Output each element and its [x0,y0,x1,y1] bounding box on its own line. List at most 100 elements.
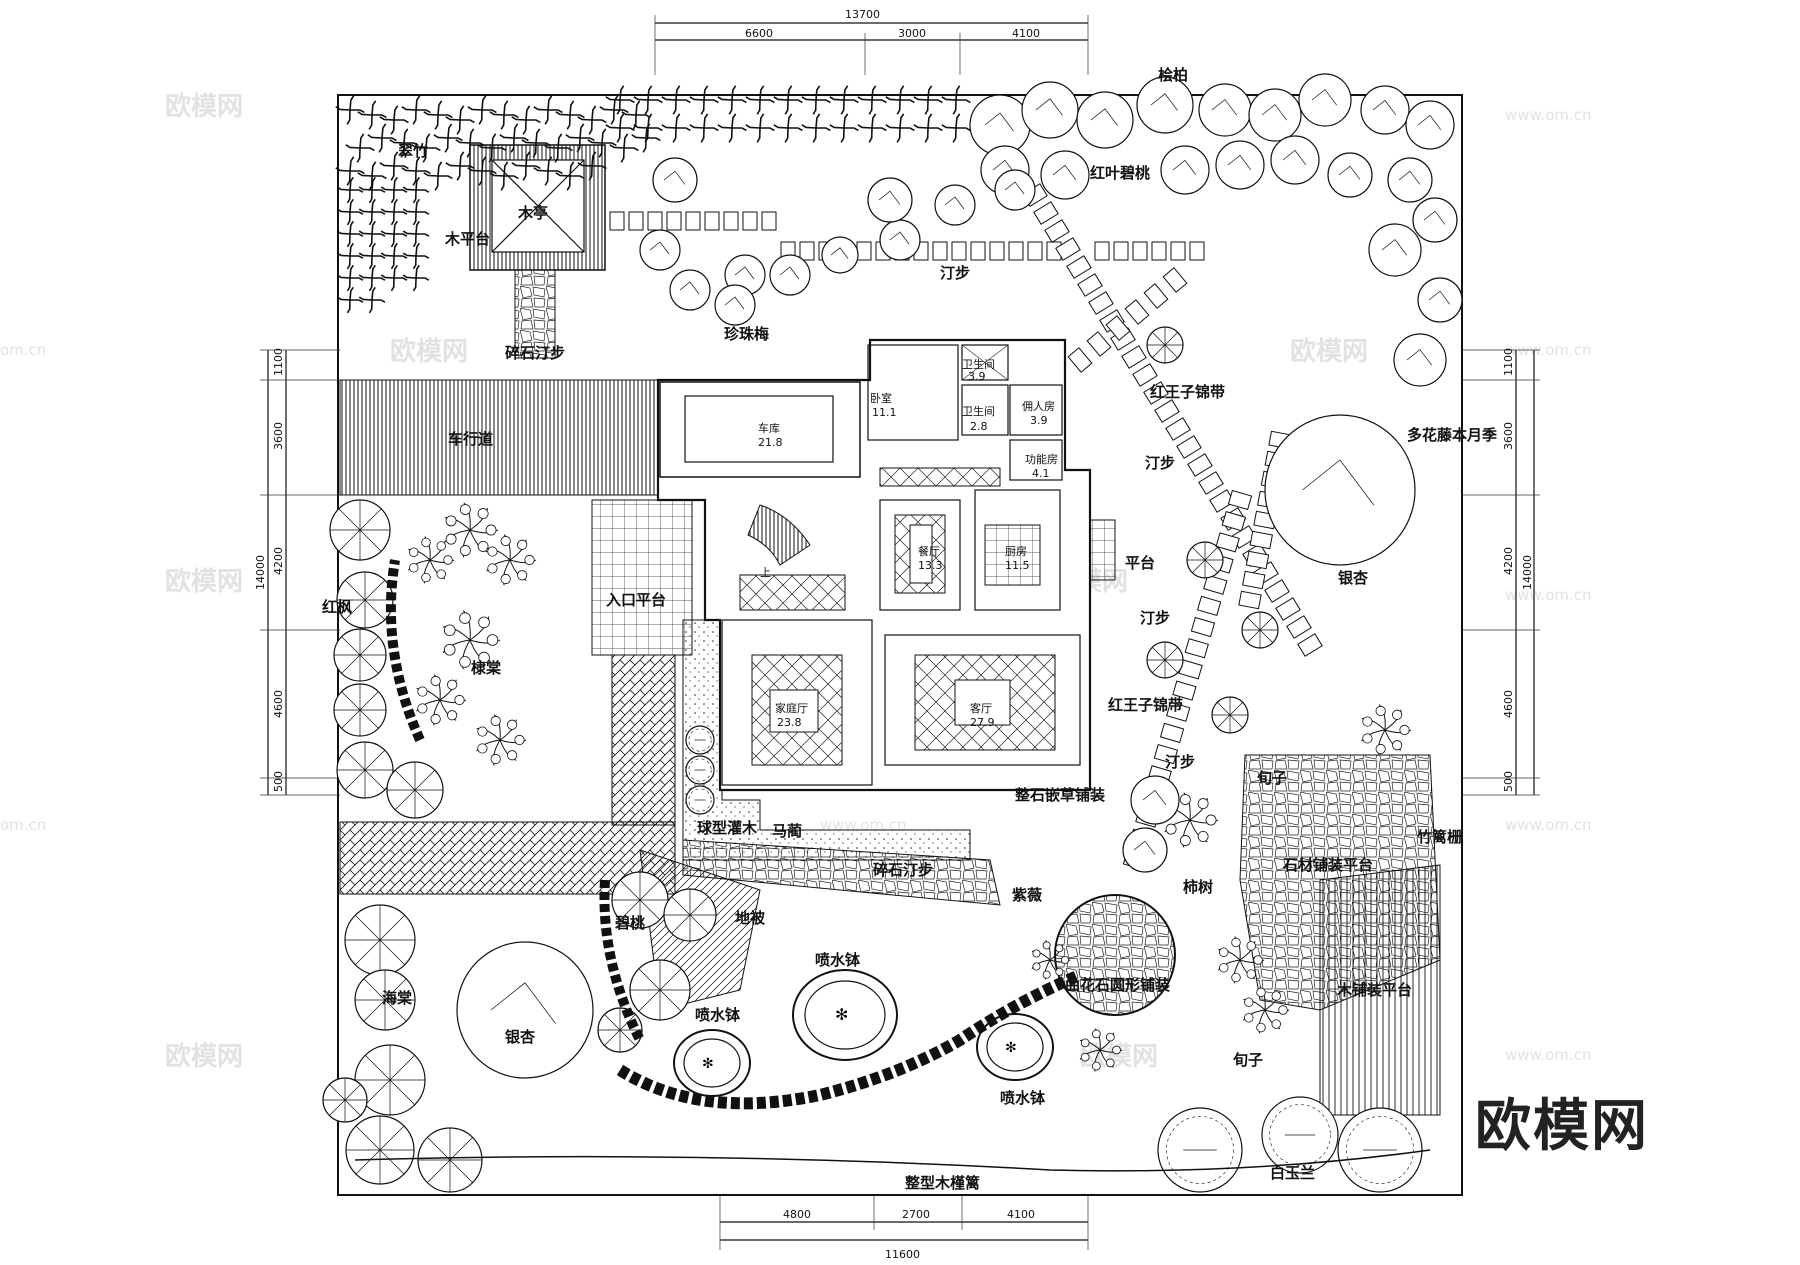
room-name: 家庭厅 [775,701,808,715]
label-rose: 多花藤本月季 [1407,426,1497,444]
bamboo-icon [489,161,519,191]
bamboo-icon [521,128,551,158]
fountain-spray-icon: ✻ [1005,1040,1017,1056]
garden-labels: 翠竹 木亭 木平台 碎石汀步 桧柏 红叶碧桃 汀步 珍珠梅 车行道 红王子锦带 … [322,66,1497,1192]
stepping-stone [609,211,625,231]
tree-layer [322,73,1463,1193]
dim-right-seg: 500 [1502,771,1515,792]
palm-shrub-icon [476,714,527,766]
palm-shrub-icon [1079,1028,1123,1072]
label-cypress: 桧柏 [1158,66,1188,84]
dim-bottom-total: 11600 [885,1248,920,1261]
room-area: 21.8 [758,436,783,449]
tree-icon [329,499,391,561]
bamboo-icon [336,176,364,204]
room-area: 2.8 [970,420,988,433]
bamboo-icon [335,156,365,186]
tree-icon [1327,152,1373,198]
bamboo-icon [511,151,541,181]
label-stepping: 汀步 [1145,454,1175,472]
dim-left-seg: 3600 [272,422,285,450]
stepping-stone [1067,347,1093,373]
bamboo-icon [423,100,453,130]
stepping-stone [1170,241,1186,261]
bamboo-icon [577,105,607,135]
tree-icon [1076,91,1134,149]
room-name: 客厅 [970,701,992,715]
watermark-url: www.om.cn [1505,586,1592,604]
dim-bottom-seg: 4800 [783,1208,811,1221]
tree-icon [1360,85,1410,135]
label-ginkgo: 银杏 [1338,569,1369,587]
bamboo-icon [357,100,387,130]
stepping-stone [799,241,815,261]
stepping-stone [1198,471,1224,495]
driveway-paving [339,379,659,496]
dim-left-seg: 4600 [272,690,285,718]
fountain-top: ✻ [792,969,898,1061]
label-iris: 马蔺 [772,822,802,840]
stepping-stone [761,211,777,231]
bamboo-icon [857,113,887,143]
dim-right-seg: 3600 [1502,422,1515,450]
bamboo-icon [358,176,386,204]
bamboo-icon [533,95,563,125]
label-wood-platform: 木铺装平台 [1336,981,1412,999]
stepping-stone [1088,291,1114,315]
stepping-stone [1203,574,1228,595]
bamboo-icon [401,156,431,186]
dim-left-seg: 4200 [272,547,285,575]
watermark-url: om.cn [0,816,46,834]
room-name: 餐厅 [918,544,940,558]
tree-icon [629,959,691,1021]
curved-stepping-path-left [599,879,645,1043]
bamboo-icon [605,85,635,115]
bamboo-icon [745,85,775,115]
bamboo-icon [801,85,831,115]
palm-shrub-icon [1031,940,1071,980]
room-area: 3.9 [968,370,986,383]
stepping-stone [970,241,986,261]
stepping-stone [1124,299,1150,325]
tree-icon [1248,88,1302,142]
label-pavilion: 木亭 [517,204,548,222]
bamboo-icon [345,133,375,163]
room-area: 27.9 [970,716,995,729]
room-name: 佣人房 [1022,400,1055,413]
tree-icon [456,941,594,1079]
bamboo-icon [336,242,364,270]
bamboo-icon [605,113,635,143]
bamboo-icon [380,198,408,226]
fountain-right: ✻ [976,1013,1054,1081]
stepping-stone [1196,595,1222,617]
label-persimmon: 柿树 [1183,878,1213,896]
granite-round-paving [1054,894,1176,1016]
tree-icon [345,1115,415,1185]
label-haitang: 海棠 [382,989,413,1007]
tree-icon [1186,541,1224,579]
stepping-stone [1105,315,1131,341]
palm-shrub-icon [1242,986,1290,1034]
tree-icon [1393,333,1447,387]
tree-icon [1146,641,1184,679]
label-magnolia: 白玉兰 [1270,1164,1315,1182]
label-stepping: 汀步 [940,264,970,282]
stair-up-label: 上 [760,566,771,579]
bamboo-icon [402,176,430,204]
stepping-stone [1151,241,1167,261]
tree-icon [1337,1107,1423,1193]
watermark: 欧模网 [390,336,468,367]
stepping-stone [932,241,948,261]
dim-top-total: 13700 [845,8,880,21]
label-bamboo-fence: 竹篱栅 [1416,828,1462,846]
bamboo-icon [380,176,408,204]
tree-icon [1241,611,1279,649]
stepping-stone [1227,489,1253,511]
tree-icon [1387,157,1433,203]
watermark: 欧模网 [165,566,243,597]
bamboo-icon [801,113,831,143]
tree-icon [994,169,1036,211]
watermark: 欧模网 [1290,336,1368,367]
tree-icon [934,184,976,226]
bamboo-icon [336,198,364,226]
